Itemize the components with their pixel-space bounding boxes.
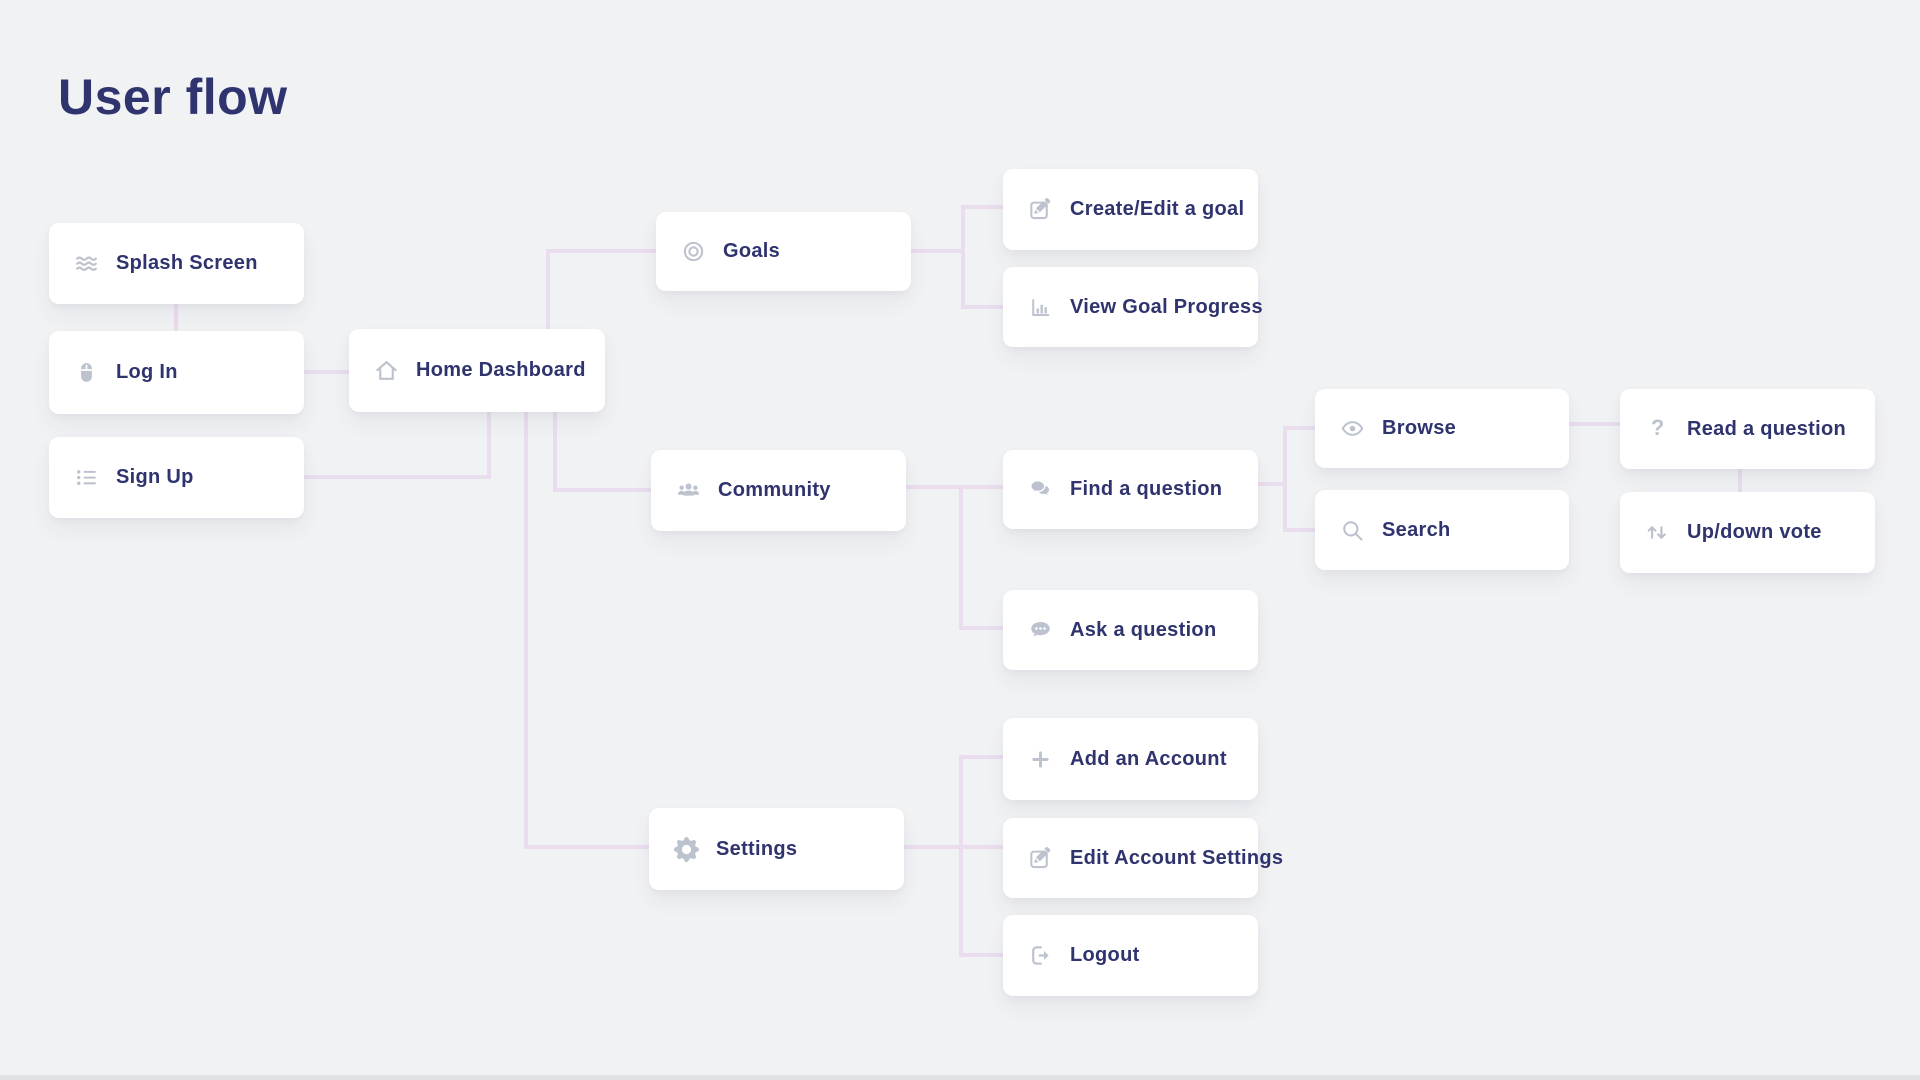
- flow-node-view-goal-progress[interactable]: View Goal Progress: [1003, 267, 1263, 347]
- node-label: Home Dashboard: [416, 359, 586, 381]
- flow-node-goals[interactable]: Goals: [656, 212, 911, 291]
- node-label: Find a question: [1070, 478, 1223, 500]
- flow-node-up-down-vote[interactable]: Up/down vote: [1620, 492, 1875, 573]
- edit-icon: [1027, 845, 1053, 871]
- connector-segment: [1283, 426, 1315, 430]
- node-label: Create/Edit a goal: [1070, 198, 1245, 220]
- flow-node-read-a-question[interactable]: ? Read a question: [1620, 389, 1875, 469]
- connector-segment: [553, 488, 651, 492]
- connector-segment: [304, 370, 349, 374]
- flow-node-add-an-account[interactable]: Add an Account: [1003, 718, 1258, 800]
- node-label: Log In: [116, 361, 178, 383]
- connector-segment: [524, 845, 649, 849]
- bullseye-icon: [680, 239, 706, 265]
- connector-segment: [911, 249, 965, 253]
- connector-segment: [961, 305, 1003, 309]
- flow-node-create-edit-goal[interactable]: Create/Edit a goal: [1003, 169, 1258, 250]
- connector-segment: [906, 485, 1003, 489]
- edit-icon: [1027, 197, 1053, 223]
- up-down-arrows-icon: [1644, 520, 1670, 546]
- connector-segment: [1283, 426, 1287, 532]
- node-label: Add an Account: [1070, 747, 1227, 770]
- connector-segment: [959, 757, 963, 957]
- flow-node-logout[interactable]: Logout: [1003, 915, 1258, 996]
- flow-node-sign-up[interactable]: Sign Up: [49, 437, 304, 518]
- node-label: Community: [718, 479, 831, 501]
- connector-segment: [546, 249, 656, 253]
- list-icon: [73, 465, 99, 491]
- connector-segment: [1738, 469, 1742, 492]
- node-label: Up/down vote: [1687, 521, 1822, 543]
- connector-segment: [304, 475, 489, 479]
- connector-segment: [959, 953, 1003, 957]
- bar-chart-icon: [1027, 294, 1053, 320]
- question-icon: ?: [1644, 416, 1670, 442]
- flow-node-splash-screen[interactable]: Splash Screen: [49, 223, 304, 304]
- comment-dots-icon: [1027, 617, 1053, 643]
- connector-segment: [904, 845, 1003, 849]
- users-icon: [675, 478, 701, 504]
- svg-text:?: ?: [1650, 417, 1663, 440]
- node-label: Ask a question: [1070, 618, 1217, 641]
- node-label: Goals: [723, 240, 781, 262]
- connector-segment: [1258, 482, 1287, 486]
- flow-node-ask-a-question[interactable]: Ask a question: [1003, 590, 1258, 670]
- connector-segment: [959, 626, 1003, 630]
- home-icon: [373, 358, 399, 384]
- bottom-edge: [0, 1075, 1920, 1080]
- page-title: User flow: [58, 69, 288, 125]
- node-label: Logout: [1070, 944, 1140, 966]
- flow-node-edit-account-settings[interactable]: Edit Account Settings: [1003, 818, 1283, 898]
- flow-node-community[interactable]: Community: [651, 450, 906, 531]
- connector-segment: [487, 412, 491, 479]
- node-label: Browse: [1382, 417, 1457, 439]
- connector-segment: [1283, 528, 1315, 532]
- flow-node-search[interactable]: Search: [1315, 490, 1569, 570]
- node-label: Splash Screen: [116, 252, 258, 274]
- node-label: Read a question: [1687, 417, 1846, 440]
- node-label: View Goal Progress: [1070, 295, 1263, 318]
- node-label: Sign Up: [116, 466, 194, 488]
- connector-segment: [174, 304, 178, 331]
- connector-segment: [961, 205, 1003, 209]
- flow-node-log-in[interactable]: Log In: [49, 331, 304, 414]
- sign-out-icon: [1027, 943, 1053, 969]
- gear-icon: [673, 836, 699, 862]
- flow-node-browse[interactable]: Browse: [1315, 389, 1569, 468]
- flow-node-find-a-question[interactable]: Find a question: [1003, 450, 1258, 529]
- connector-segment: [524, 412, 528, 849]
- plus-icon: [1027, 746, 1053, 772]
- node-label: Search: [1382, 518, 1451, 541]
- comments-icon: [1027, 477, 1053, 503]
- connector-segment: [553, 412, 557, 492]
- connector-segment: [1569, 422, 1620, 426]
- mouse-icon: [73, 360, 99, 386]
- connector-segment: [959, 487, 963, 630]
- eye-icon: [1339, 416, 1365, 442]
- waves-icon: [73, 251, 99, 277]
- flow-node-settings[interactable]: Settings: [649, 808, 904, 890]
- node-label: Settings: [716, 837, 798, 860]
- flow-node-home-dashboard[interactable]: Home Dashboard: [349, 329, 605, 412]
- node-label: Edit Account Settings: [1070, 846, 1284, 869]
- magnifier-icon: [1339, 517, 1365, 543]
- connector-segment: [546, 251, 550, 331]
- connector-segment: [961, 207, 965, 309]
- connector-segment: [959, 755, 1003, 759]
